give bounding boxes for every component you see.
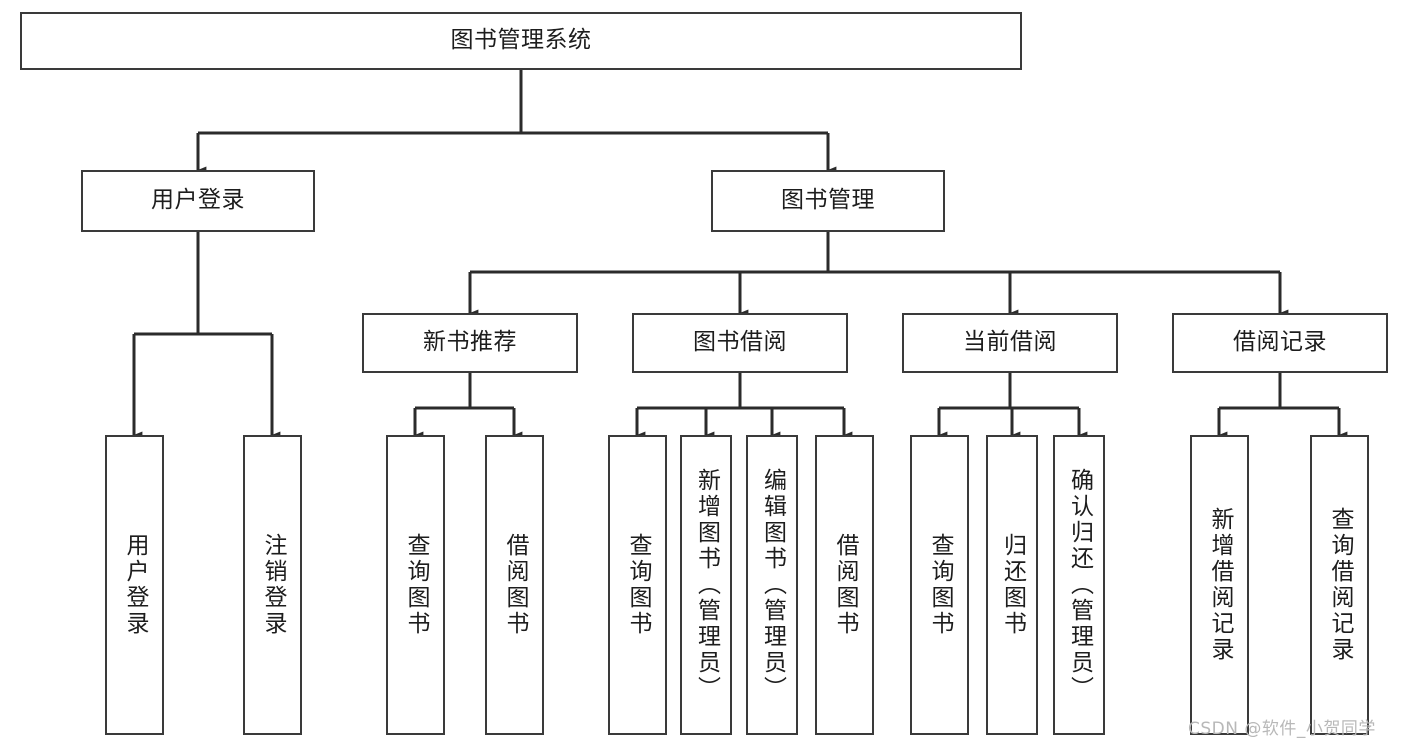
node-label-borrow_record: 借阅记录 [1233,329,1327,356]
node-bb_add[interactable]: 新增图书（管理员） [680,435,732,735]
node-label-nbr_borrow: 借阅图书 [502,533,528,637]
node-nbr_query[interactable]: 查询图书 [386,435,445,735]
node-root[interactable]: 图书管理系统 [20,12,1022,70]
node-cb_return[interactable]: 归还图书 [986,435,1038,735]
node-label-bb_borrow: 借阅图书 [832,533,858,637]
node-label-cb_return: 归还图书 [999,533,1026,637]
node-label-book_mgmt: 图书管理 [781,187,875,214]
node-label-new_book_rec: 新书推荐 [423,329,517,356]
node-cb_query[interactable]: 查询图书 [910,435,969,735]
node-label-current_borrow: 当前借阅 [963,329,1057,356]
node-book_borrow[interactable]: 图书借阅 [632,313,848,373]
node-label-cb_query: 查询图书 [927,533,953,637]
node-label-nbr_query: 查询图书 [403,533,429,637]
node-label-br_add: 新增借阅记录 [1207,507,1233,663]
node-label-leaf_user_login: 用户登录 [122,533,148,637]
node-borrow_record[interactable]: 借阅记录 [1172,313,1388,373]
node-nbr_borrow[interactable]: 借阅图书 [485,435,544,735]
node-new_book_rec[interactable]: 新书推荐 [362,313,578,373]
node-user_login[interactable]: 用户登录 [81,170,315,232]
node-current_borrow[interactable]: 当前借阅 [902,313,1118,373]
node-book_mgmt[interactable]: 图书管理 [711,170,945,232]
node-label-br_query: 查询借阅记录 [1327,507,1353,663]
node-br_query[interactable]: 查询借阅记录 [1310,435,1369,735]
csdn-watermark: CSDN @软件_小贺同学 [1188,719,1376,739]
node-bb_borrow[interactable]: 借阅图书 [815,435,874,735]
node-label-cb_confirm: 确认归还（管理员） [1066,468,1093,702]
node-br_add[interactable]: 新增借阅记录 [1190,435,1249,735]
node-label-bb_add: 新增图书（管理员） [693,468,720,702]
node-label-book_borrow: 图书借阅 [693,329,787,356]
node-label-user_login: 用户登录 [151,187,245,214]
node-cb_confirm[interactable]: 确认归还（管理员） [1053,435,1105,735]
node-label-bb_edit: 编辑图书（管理员） [759,468,786,702]
node-leaf_user_login[interactable]: 用户登录 [105,435,164,735]
node-label-bb_query: 查询图书 [625,533,651,637]
node-bb_edit[interactable]: 编辑图书（管理员） [746,435,798,735]
node-leaf_logout[interactable]: 注销登录 [243,435,302,735]
node-label-leaf_logout: 注销登录 [260,533,286,637]
node-label-root: 图书管理系统 [450,27,592,54]
node-bb_query[interactable]: 查询图书 [608,435,667,735]
